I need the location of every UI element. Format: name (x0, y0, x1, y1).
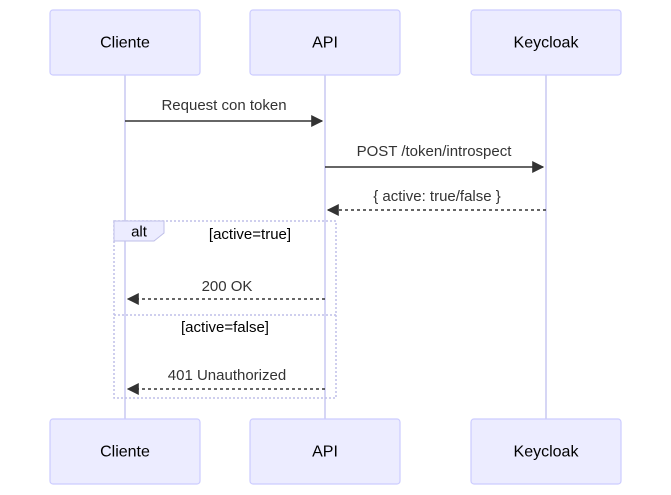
actor-keycloak-bottom: Keycloak (470, 418, 622, 485)
message-label-unauthorized: 401 Unauthorized (168, 367, 286, 384)
actor-api-bottom: API (249, 418, 401, 485)
actor-label: API (312, 444, 338, 461)
actor-label: Cliente (100, 444, 150, 461)
actor-cliente-top: Cliente (49, 9, 201, 76)
message-label-request: Request con token (161, 97, 286, 114)
message-label-ok: 200 OK (202, 278, 253, 295)
alt-frame (113, 220, 337, 399)
actor-keycloak-top: Keycloak (470, 9, 622, 76)
alt-frame-label: alt (131, 224, 148, 241)
alt-condition-false: [active=false] (181, 319, 269, 336)
actor-label: API (312, 35, 338, 52)
alt-condition-true: [active=true] (209, 226, 291, 243)
message-label-introspect: POST /token/introspect (357, 143, 513, 160)
alt-frame-label-box (113, 220, 165, 242)
actor-label: Keycloak (514, 35, 580, 52)
actor-api-top: API (249, 9, 401, 76)
actor-label: Keycloak (514, 444, 580, 461)
actor-label: Cliente (100, 35, 150, 52)
actor-cliente-bottom: Cliente (49, 418, 201, 485)
message-label-introspect-reply: { active: true/false } (373, 188, 501, 205)
